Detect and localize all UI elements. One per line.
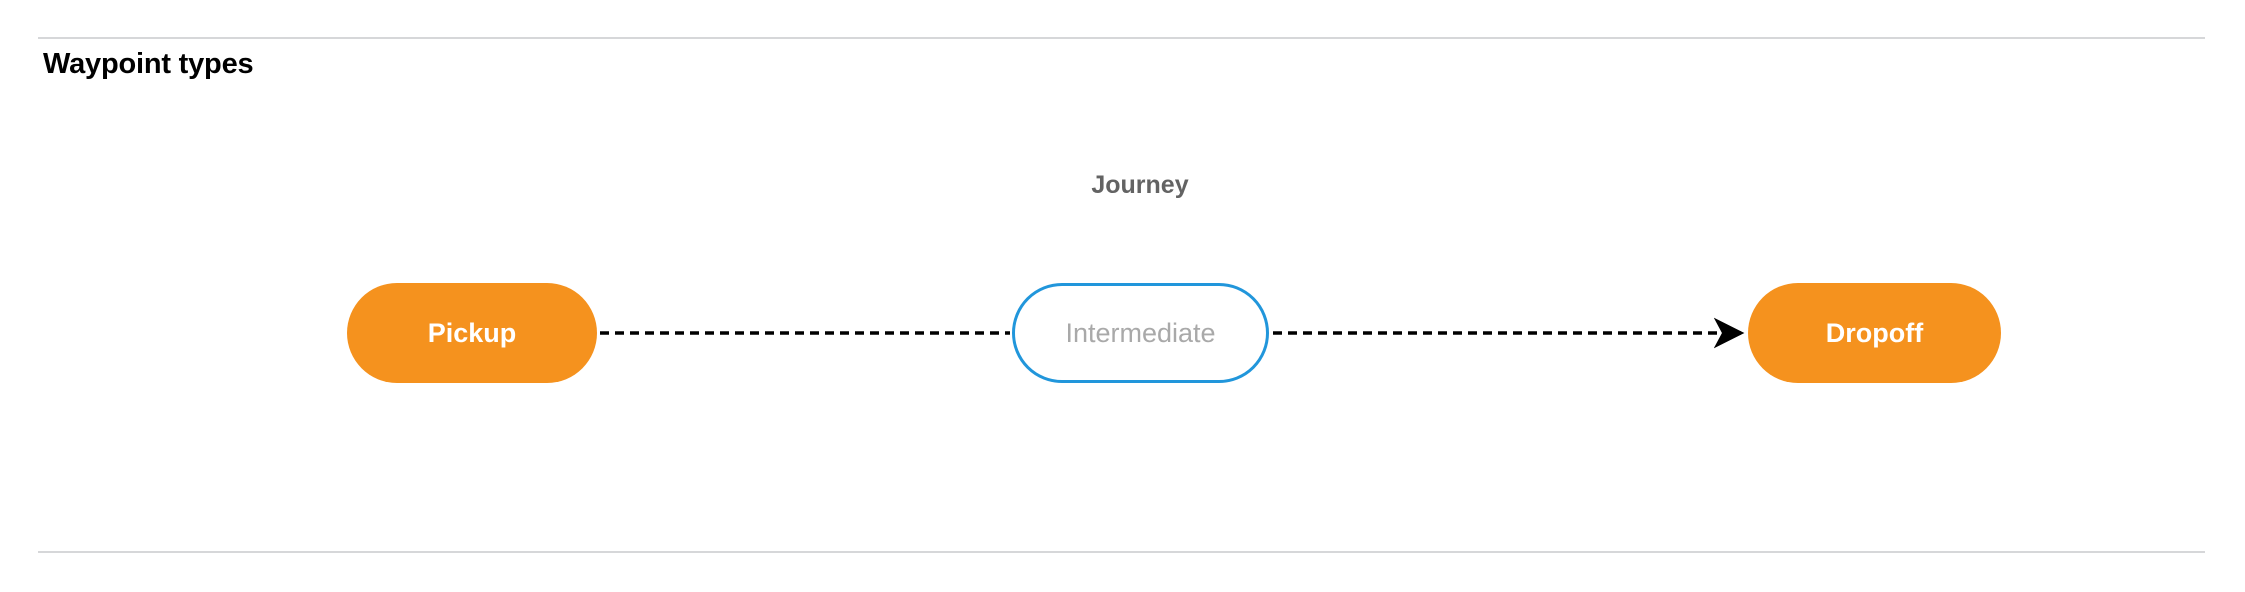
node-pickup-label: Pickup [427,317,517,348]
node-intermediate-label: Intermediate [1065,317,1216,348]
node-intermediate[interactable]: Intermediate [1012,283,1269,383]
node-dropoff-label: Dropoff [1825,317,1924,348]
journey-cluster-label: Journey [1091,171,1189,199]
section-divider-bottom [38,551,2205,553]
page-title: Waypoint types [43,48,254,80]
node-dropoff[interactable]: Dropoff [1748,283,2001,383]
section-divider-top [38,37,2205,39]
node-pickup[interactable]: Pickup [347,283,597,383]
